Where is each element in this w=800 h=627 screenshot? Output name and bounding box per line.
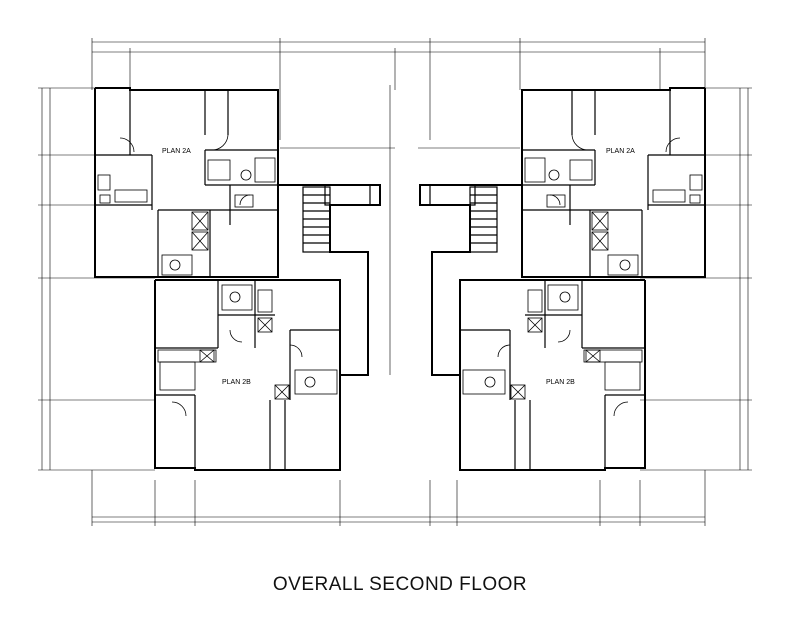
floor-plan-drawing: PLAN 2A PLAN 2B PLAN 2A PLAN 2B bbox=[38, 38, 752, 526]
left-building bbox=[94, 87, 381, 471]
dimension-lines bbox=[38, 38, 752, 526]
unit-label-left-2a: PLAN 2A bbox=[162, 148, 191, 155]
drawing-title: OVERALL SECOND FLOOR bbox=[272, 574, 528, 595]
unit-label-left-2b: PLAN 2B bbox=[222, 379, 251, 386]
right-building bbox=[419, 87, 706, 471]
unit-label-right-2a: PLAN 2A bbox=[606, 148, 635, 155]
unit-label-right-2b: PLAN 2B bbox=[546, 379, 575, 386]
